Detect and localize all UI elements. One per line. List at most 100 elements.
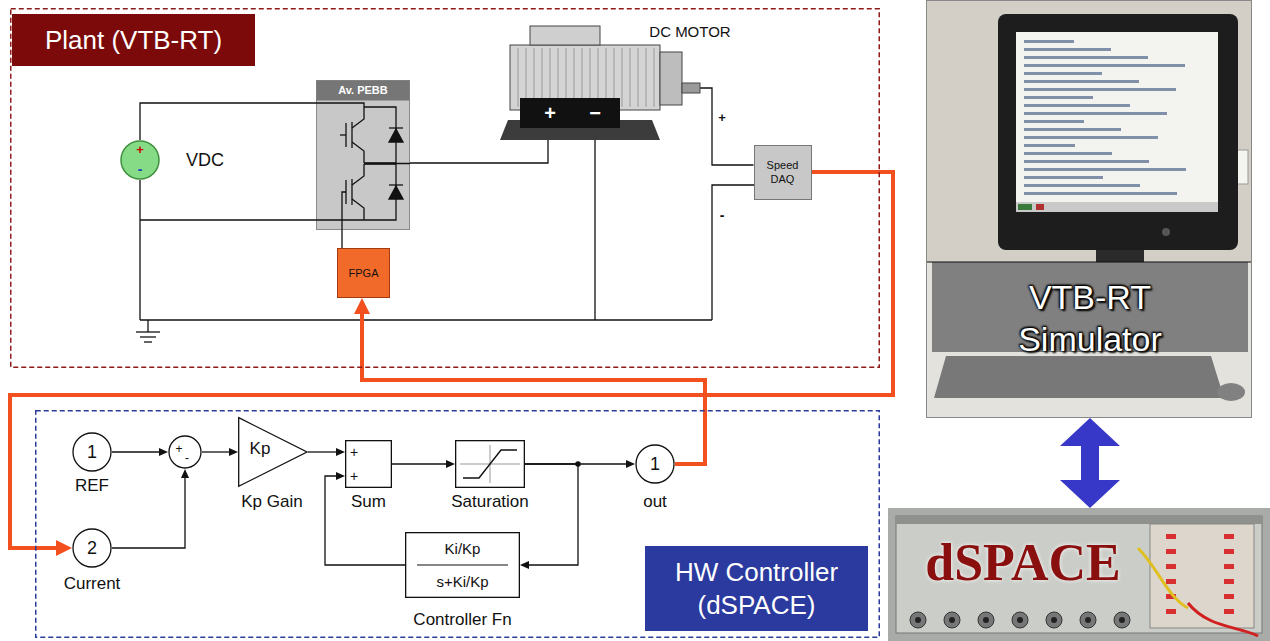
arrow-head	[1060, 480, 1120, 508]
outport-block: 1out	[635, 444, 675, 484]
wire-group	[136, 140, 755, 342]
arrow-head	[354, 298, 370, 314]
connector-line	[700, 88, 754, 165]
node-text: +	[350, 444, 358, 460]
taskbar	[1016, 202, 1218, 212]
screen-line	[1024, 152, 1112, 155]
screen-line	[1024, 128, 1121, 131]
block-outline	[456, 441, 525, 488]
screen-line	[1024, 56, 1148, 59]
overlay-edge	[926, 261, 1252, 262]
photo-ground	[888, 508, 1270, 641]
pebb-module-shape	[316, 80, 410, 230]
screen-line	[1024, 72, 1102, 75]
arrow-head	[229, 448, 238, 456]
arrow-head	[336, 472, 345, 480]
module-header	[317, 81, 410, 101]
node-text: HW Controller (dSPACE)	[645, 546, 868, 631]
port-circle	[73, 529, 111, 567]
gate-lead	[342, 192, 346, 230]
gain-block: KpKp Gain	[238, 417, 308, 487]
daq-body	[754, 146, 811, 200]
node-text: FPGA	[349, 267, 379, 280]
screen-line	[1024, 40, 1074, 43]
simulator-photo: VTB-RT Simulator	[926, 0, 1252, 418]
fraction-line	[417, 564, 508, 565]
igbt-channel	[351, 179, 352, 205]
connector-line	[308, 451, 336, 452]
screen-line	[1024, 192, 1177, 195]
node-text: 2	[87, 538, 97, 559]
dspace-photo: dSPACE	[888, 508, 1270, 641]
node-text: -	[138, 161, 143, 177]
led	[1224, 594, 1234, 599]
io-link	[354, 298, 705, 464]
node-text: s+Ki/Kp	[436, 573, 488, 590]
block-outline	[346, 441, 392, 488]
connector-line	[202, 451, 229, 452]
node-text: VDC	[186, 150, 224, 171]
circuit-wire	[342, 230, 343, 248]
motor-fin	[654, 48, 655, 107]
io-panel	[896, 516, 1262, 633]
screen-line	[1024, 64, 1185, 67]
dc-motor: DC MOTOR+−	[500, 20, 700, 140]
arrow-head	[336, 448, 345, 456]
node-text: 1	[650, 454, 660, 475]
transfer-function-block: Ki/Kps+Ki/KpController Fn	[405, 532, 520, 598]
node-text: +	[544, 102, 556, 125]
bnc-pin	[1017, 617, 1023, 623]
connector-line	[341, 230, 342, 248]
screen-line	[1024, 144, 1075, 147]
motor-fin	[646, 48, 647, 107]
connector-line	[362, 314, 705, 464]
signal-line	[202, 448, 238, 456]
speed-daq-box: Speed DAQ	[754, 145, 812, 200]
diode-wire	[364, 164, 396, 220]
ground-symbol	[136, 331, 160, 332]
screen-line	[1024, 48, 1111, 51]
connector-line	[410, 140, 548, 163]
gain-block-shape	[238, 417, 308, 487]
led	[1224, 579, 1234, 584]
motor-fin	[638, 48, 639, 107]
photo-wall	[926, 0, 1252, 418]
node-text: +	[136, 143, 144, 158]
node-text: dSPACE	[925, 533, 1121, 593]
terminal-sign: -	[720, 207, 725, 223]
motor-shaft	[682, 83, 700, 93]
source-circle	[121, 141, 159, 179]
led	[1224, 534, 1234, 539]
gain-triangle	[239, 418, 307, 487]
io-link	[10, 172, 893, 556]
bnc-pin	[1051, 617, 1057, 623]
signal-line	[112, 448, 168, 456]
arrow-head	[1060, 418, 1120, 446]
photo-frame	[927, 1, 1252, 418]
bnc-connector	[1080, 612, 1096, 628]
igbt-collector	[352, 107, 364, 128]
bnc-pin	[983, 617, 989, 623]
arrow-head	[159, 448, 168, 456]
screen-line	[1024, 160, 1149, 163]
node-text: DC MOTOR	[649, 23, 730, 40]
saturation-block: Saturation	[455, 440, 525, 488]
connector-line	[325, 476, 405, 565]
wire	[594, 140, 595, 320]
bnc-connector	[944, 612, 960, 628]
connector-line	[392, 463, 446, 464]
connector-line	[1081, 446, 1099, 480]
igbt-pair	[316, 103, 410, 230]
node-text: out	[643, 492, 667, 512]
bnc-connector	[1012, 612, 1028, 628]
wire	[140, 219, 316, 220]
ground-symbol	[144, 341, 152, 342]
gate-lead	[340, 134, 346, 135]
igbt-collector	[352, 164, 364, 185]
ground-symbol	[140, 336, 156, 337]
node-text: Speed DAQ	[759, 159, 807, 185]
terminal-box	[520, 98, 620, 128]
inport-block: 1REF	[72, 432, 112, 472]
